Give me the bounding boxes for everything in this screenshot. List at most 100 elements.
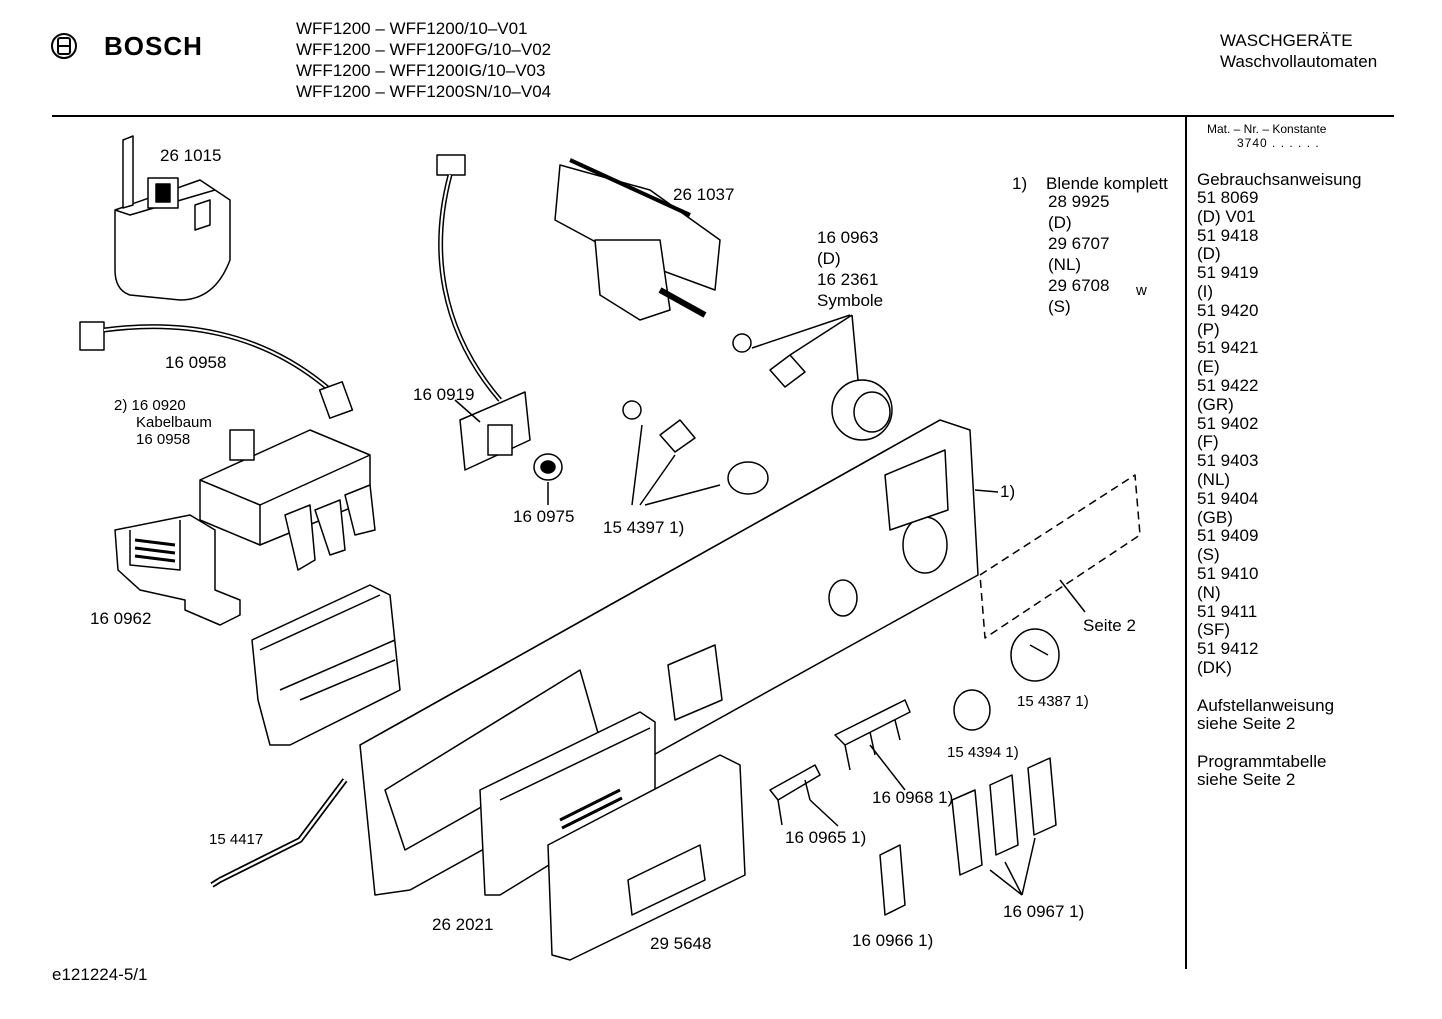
label-160920: 2) 16 0920 (114, 397, 186, 414)
label-160919: 16 0919 (413, 385, 475, 404)
manual-line: 51 9411 (1197, 601, 1258, 621)
manual-line: (P) (1197, 319, 1220, 339)
note-line: (NL) (1048, 255, 1082, 274)
manual-line: 51 9418 (1197, 225, 1259, 245)
label-160958-kabelbaum: 16 0958 (136, 431, 191, 448)
manual-line: 51 9420 (1197, 300, 1259, 320)
brand-name: BOSCH (104, 31, 203, 61)
manual-line: (E) (1197, 357, 1220, 377)
model-line: WFF1200 – WFF1200FG/10–V02 (296, 40, 552, 59)
header-divider (52, 115, 1394, 117)
setup-reference: siehe Seite 2 (1197, 713, 1296, 733)
part-154394-drawing (953, 689, 991, 731)
label-seite2: Seite 2 (1083, 616, 1136, 635)
sidebar-divider (1185, 117, 1187, 969)
label-160966: 16 0966 1) (852, 931, 934, 950)
label-154397: 15 4397 1) (603, 518, 685, 537)
part-262021-drawing (479, 711, 656, 896)
label-262021: 26 2021 (432, 915, 494, 934)
document-code: e121224-5/1 (52, 965, 148, 984)
note-w-mark: w (1136, 282, 1147, 299)
label-154387: 15 4387 1) (1017, 693, 1089, 710)
label-160963-d: (D) (817, 249, 841, 268)
model-line: WFF1200 – WFF1200/10–V01 (296, 19, 528, 38)
note-line: (D) (1048, 213, 1072, 232)
panel-leader-line (974, 489, 999, 493)
exploded-parts-diagram (79, 135, 1141, 961)
manual-list: 51 8069 (D) V01 51 9418 (D) 51 9419 (I) … (1197, 188, 1437, 678)
manual-line: 51 9419 (1197, 263, 1259, 283)
part-154387-drawing (1010, 628, 1060, 682)
manual-line: 51 9402 (1197, 413, 1259, 433)
setup-title: Aufstellanweisung (1197, 695, 1335, 715)
label-160962: 16 0962 (90, 609, 152, 628)
label-162361: 16 2361 (817, 270, 879, 289)
manual-line: (I) (1197, 281, 1214, 301)
part-160965-drawing (769, 764, 839, 827)
manual-line: 51 9422 (1197, 375, 1259, 395)
label-panel-ref: 1) (1000, 482, 1016, 501)
manual-line: (NL) (1197, 469, 1231, 489)
label-160958: 16 0958 (165, 353, 227, 372)
manual-line: (SF) (1197, 620, 1231, 640)
label-160975: 16 0975 (513, 507, 575, 526)
part-261037-drawing (554, 158, 721, 321)
note-line: 29 6707 (1048, 234, 1110, 253)
manual-line: 51 9410 (1197, 563, 1259, 583)
bosch-logo-icon (50, 32, 78, 65)
note-line: 29 6708 (1048, 276, 1110, 295)
label-symbole: Symbole (817, 291, 884, 310)
manual-line: (GB) (1197, 507, 1233, 527)
manual-line: (F) (1197, 432, 1219, 452)
model-list: WFF1200 – WFF1200/10–V01 WFF1200 – WFF12… (296, 18, 551, 102)
part-160968-drawing (834, 699, 911, 791)
manual-line: 51 9421 (1197, 338, 1259, 358)
label-160967: 16 0967 1) (1003, 902, 1085, 921)
manual-line: 51 9403 (1197, 451, 1259, 471)
manual-line: 51 9412 (1197, 639, 1259, 659)
label-261015: 26 1015 (160, 146, 222, 165)
label-295648: 29 5648 (650, 934, 712, 953)
part-160966-drawing (879, 844, 906, 916)
manual-line: (GR) (1197, 394, 1234, 414)
manual-line: (N) (1197, 582, 1221, 602)
part-160958-cable-drawing (79, 321, 354, 419)
label-154417: 15 4417 (209, 831, 264, 848)
sidebar: Mat. – Nr. – Konstante 3740 . . . . . . … (1197, 122, 1437, 789)
label-160965: 16 0965 1) (785, 828, 867, 847)
drawer-housing-drawing (251, 584, 401, 746)
part-160962-drawing (114, 514, 241, 626)
program-table-reference: siehe Seite 2 (1197, 769, 1296, 789)
category-title: WASCHGERÄTE (1220, 31, 1353, 50)
note-list: 28 9925 (D) 29 6707 (NL) 29 6708 (S) (1048, 191, 1109, 317)
part-160920-drawing (199, 429, 376, 571)
part-261015-drawing (114, 135, 231, 301)
seite2-dashed-panel (979, 474, 1141, 639)
label-154394: 15 4394 1) (947, 744, 1019, 761)
category: WASCHGERÄTE Waschvollautomaten (1220, 30, 1377, 72)
part-295648-drawing (547, 754, 746, 961)
part-154397-drawing (622, 314, 893, 506)
manual-line: 51 9409 (1197, 526, 1259, 546)
part-160919-drawing (436, 154, 531, 471)
manual-line: (DK) (1197, 657, 1232, 677)
model-line: WFF1200 – WFF1200SN/10–V04 (296, 82, 552, 101)
model-line: WFF1200 – WFF1200IG/10–V03 (296, 61, 546, 80)
manual-line: 51 9404 (1197, 488, 1259, 508)
program-table-title: Programmtabelle (1197, 751, 1327, 771)
mat-number-label: Mat. – Nr. – Konstante (1207, 122, 1327, 136)
manual-line: 51 8069 (1197, 188, 1259, 207)
part-160967-drawing (951, 757, 1057, 896)
label-261037: 26 1037 (673, 185, 735, 204)
manual-title: Gebrauchsanweisung (1197, 170, 1362, 189)
leader-160919 (454, 399, 481, 423)
label-160963: 16 0963 (817, 228, 879, 247)
part-154417-rod-drawing (210, 778, 348, 888)
manual-line: (S) (1197, 545, 1220, 565)
mat-number-value: 3740 . . . . . . (1237, 136, 1320, 150)
note-title: Blende komplett (1046, 174, 1168, 193)
note-line: (S) (1048, 297, 1071, 316)
label-kabelbaum: Kabelbaum (136, 414, 212, 431)
note-number: 1) (1012, 174, 1028, 193)
label-160968: 16 0968 1) (872, 788, 954, 807)
